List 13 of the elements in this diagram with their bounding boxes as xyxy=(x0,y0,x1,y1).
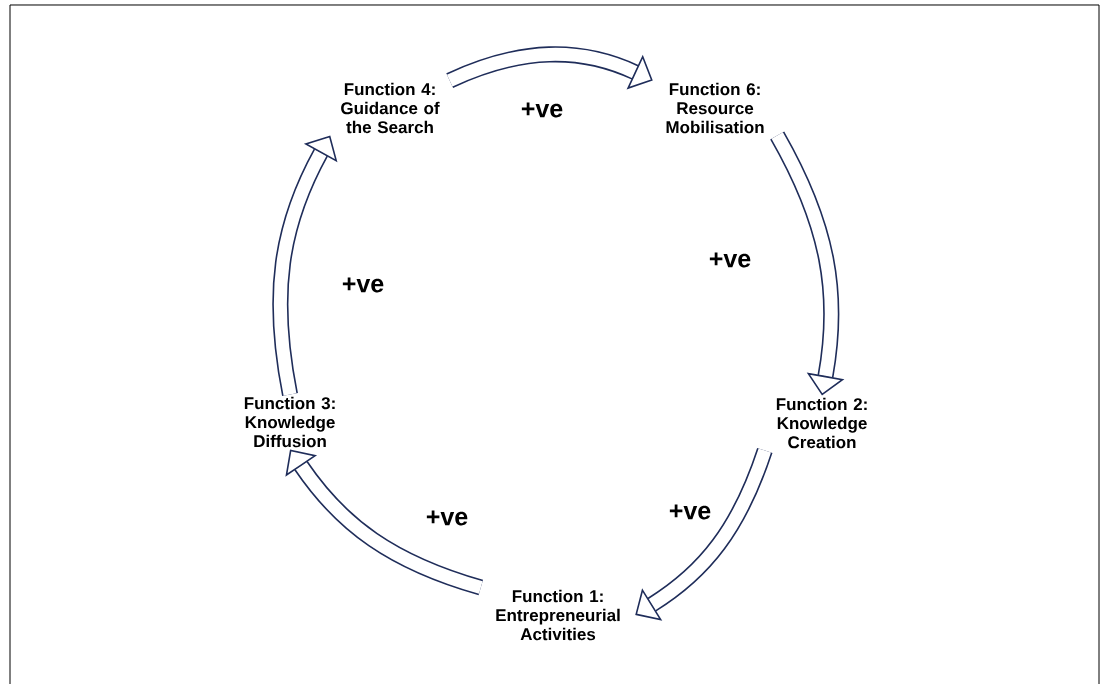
edge-label: +ve xyxy=(342,277,384,293)
block-arrow xyxy=(770,131,845,396)
edge-label: +ve xyxy=(521,102,563,118)
block-arrow xyxy=(635,447,773,621)
edge-label: +ve xyxy=(426,510,468,526)
edge-label: +ve xyxy=(709,252,751,268)
node-label: Function 3: Knowledge Diffusion xyxy=(244,396,335,448)
node-label: Function 2: Knowledge Creation xyxy=(776,397,867,449)
node-label: Function 4: Guidance of the Search xyxy=(341,82,440,134)
node-label: Function 6: Resource Mobilisation xyxy=(666,82,764,134)
block-arrow xyxy=(285,449,484,596)
edge-label: +ve xyxy=(669,504,711,520)
node-label: Function 1: Entrepreneurial Activities xyxy=(496,589,620,641)
